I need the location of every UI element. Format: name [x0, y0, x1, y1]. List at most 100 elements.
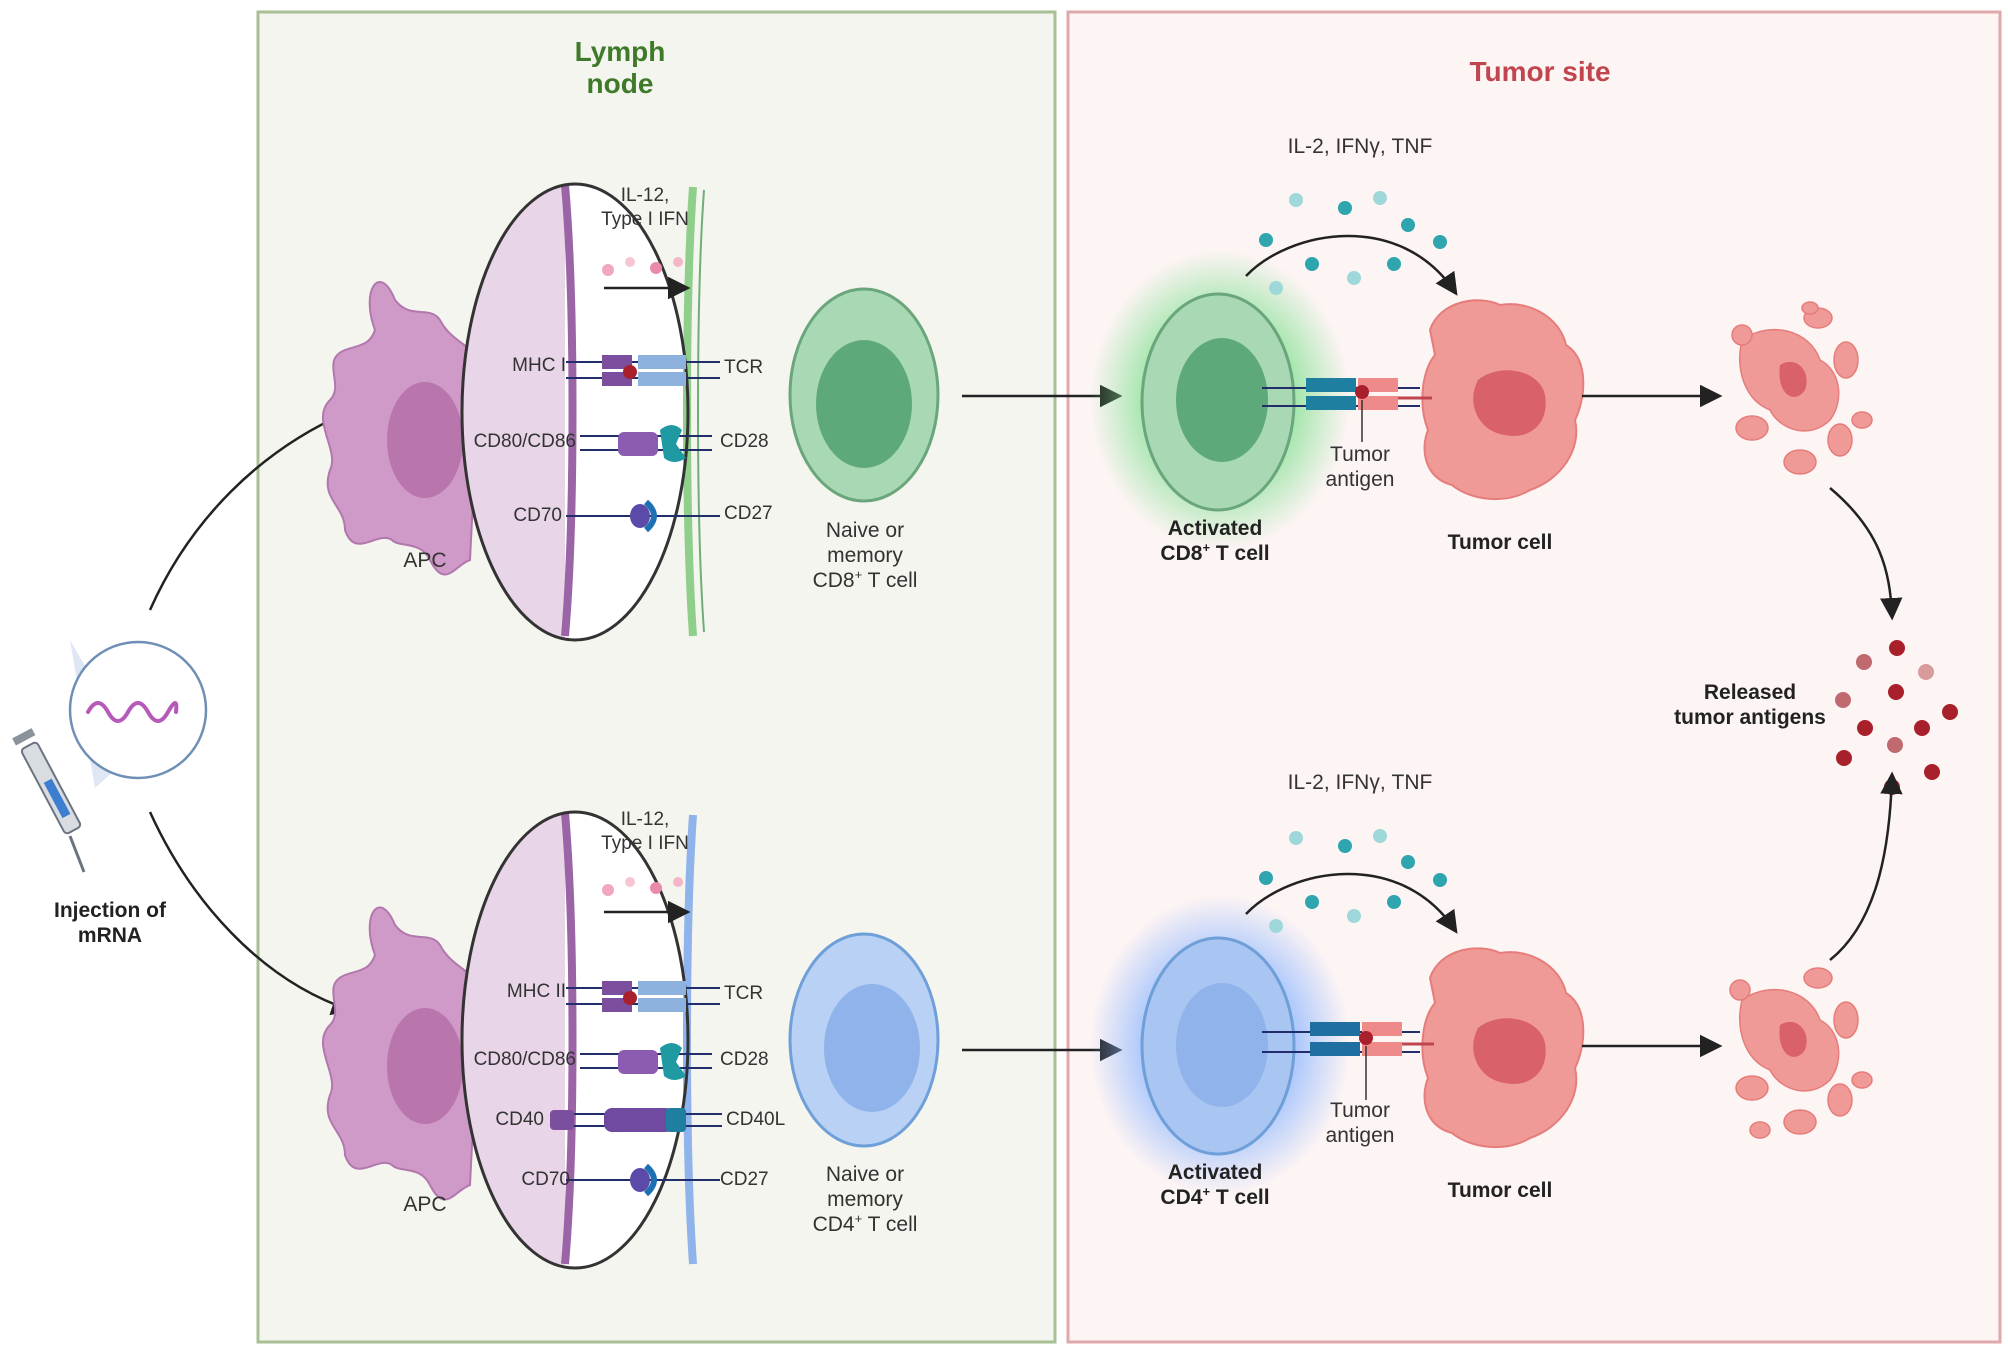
- label-released-antigens-line1: Released: [1703, 681, 1797, 704]
- label-tumor-antigen-bottom: Tumor antigen: [1310, 1098, 1410, 1148]
- label-cd28-bottom: CD28: [720, 1049, 769, 1070]
- label-tumor-antigen-bottom-line2: antigen: [1325, 1124, 1395, 1147]
- cytokines-il12-top: IL-12, Type I IFN: [585, 184, 705, 232]
- label-naive-cd8-line3: CD8+ T cell: [790, 568, 940, 593]
- apc-bottom-cell: [322, 906, 482, 1201]
- arrow-to-apc-bottom: [148, 811, 355, 1015]
- label-cd80-cd86-bottom: CD80/CD86: [473, 1049, 576, 1070]
- effector-cytokines-top: [1259, 191, 1447, 295]
- mrna-strand-icon: [86, 701, 179, 723]
- label-activated-cd4-line1: Activated: [1167, 1161, 1263, 1184]
- arrow-cytokines-bottom: [1245, 872, 1458, 934]
- lymph-node-title-line2: node: [586, 68, 654, 99]
- label-cd40l: CD40L: [726, 1109, 786, 1130]
- label-tcr-bottom: TCR: [724, 983, 764, 1004]
- naive-cd8-tcell: [788, 287, 940, 503]
- label-tcr-top: TCR: [724, 357, 764, 378]
- tumor-cell-bottom: [1421, 947, 1585, 1149]
- apc-top-cell: [322, 281, 482, 576]
- label-cytokines-il2-top: IL-2, IFNγ, TNF: [1287, 135, 1433, 158]
- label-naive-cd8-line2: memory: [827, 544, 903, 567]
- label-tumor-cell-top: Tumor cell: [1447, 531, 1553, 554]
- activated-cd4-tcell: [1140, 936, 1296, 1156]
- label-activated-cd4-type: CD4: [1160, 1186, 1203, 1209]
- cd80-cd28-complex: [580, 425, 712, 462]
- cytokines-il12-bottom-line1: IL-12,: [620, 809, 670, 830]
- label-cd40: CD40: [495, 1109, 544, 1130]
- label-cd70-top: CD70: [513, 505, 562, 526]
- cd40-cd40l-complex: [550, 1108, 722, 1132]
- label-cd80-cd86-top: CD80/CD86: [473, 431, 576, 452]
- injection-label-line1: Injection of: [54, 899, 166, 922]
- label-activated-cd8-line2: CD8+ T cell: [1135, 541, 1295, 566]
- label-naive-cd4-tcell: T cell: [862, 1213, 918, 1236]
- il12-droplets-bottom: [602, 877, 683, 896]
- cytokines-il12-bottom: IL-12, Type I IFN: [585, 808, 705, 856]
- label-naive-cd4-line2: memory: [827, 1188, 903, 1211]
- label-tumor-antigen-top-line2: antigen: [1325, 468, 1395, 491]
- label-mhc2: MHC II: [506, 981, 566, 1002]
- label-naive-cd4-line3: CD4+ T cell: [790, 1212, 940, 1237]
- label-released-antigens-line2: tumor antigens: [1674, 706, 1826, 729]
- label-naive-cd4: Naive or memory CD4+ T cell: [790, 1162, 940, 1237]
- label-tumor-antigen-top-line1: Tumor: [1330, 443, 1390, 466]
- cd70-cd27-complex: [566, 499, 720, 533]
- label-naive-cd4-type: CD4: [812, 1213, 855, 1236]
- tcr-antigen-complex-bottom: [1262, 1022, 1420, 1100]
- label-cd70-bottom: CD70: [521, 1169, 570, 1190]
- arrow-cytokines-top: [1245, 234, 1458, 296]
- label-cd28-top: CD28: [720, 431, 769, 452]
- label-released-antigens: Released tumor antigens: [1665, 680, 1835, 730]
- mhc2-tcr-complex: [566, 981, 720, 1012]
- label-apc-top: APC: [403, 549, 447, 572]
- label-activated-cd8: Activated CD8+ T cell: [1135, 516, 1295, 566]
- label-cytokines-il2-bottom: IL-2, IFNγ, TNF: [1287, 771, 1433, 794]
- il12-droplets-top: [602, 257, 683, 276]
- arrow-to-apc-top: [148, 408, 353, 611]
- injection-label: Injection of mRNA: [30, 898, 190, 948]
- tumor-cell-top: [1421, 299, 1585, 501]
- label-naive-cd8: Naive or memory CD8+ T cell: [790, 518, 940, 593]
- cytokines-il12-top-line2: Type I IFN: [601, 209, 689, 230]
- synapse-zoom-top: [460, 182, 705, 642]
- mhc1-tcr-complex: [566, 355, 720, 386]
- label-activated-cd8-line1: Activated: [1167, 517, 1263, 540]
- cd80-cd28-complex-bottom: [580, 1043, 712, 1080]
- naive-cd4-tcell: [788, 932, 940, 1148]
- label-tumor-antigen-top: Tumor antigen: [1310, 442, 1410, 492]
- label-naive-cd8-line1: Naive or: [825, 519, 905, 542]
- label-activated-cd4: Activated CD4+ T cell: [1135, 1160, 1295, 1210]
- label-naive-cd8-type: CD8: [812, 569, 855, 592]
- lymph-node-title: Lymph node: [520, 36, 720, 100]
- lysed-tumor-bottom: [1729, 967, 1873, 1139]
- label-naive-cd4-line1: Naive or: [825, 1163, 905, 1186]
- label-naive-cd8-tcell: T cell: [862, 569, 918, 592]
- label-activated-cd4-line2: CD4+ T cell: [1135, 1185, 1295, 1210]
- label-mhc1: MHC I: [512, 355, 566, 376]
- label-apc-bottom: APC: [403, 1193, 447, 1216]
- cytokines-il12-top-line1: IL-12,: [620, 185, 670, 206]
- mrna-bubble: [68, 640, 208, 780]
- tumor-site-title: Tumor site: [1469, 56, 1611, 87]
- label-tumor-cell-bottom: Tumor cell: [1447, 1179, 1553, 1202]
- cd70-cd27-complex-bottom: [566, 1163, 720, 1197]
- label-tumor-antigen-bottom-line1: Tumor: [1330, 1099, 1390, 1122]
- label-cd27-bottom: CD27: [720, 1169, 769, 1190]
- activated-cd8-tcell: [1140, 292, 1296, 512]
- cytokines-il12-bottom-line2: Type I IFN: [601, 833, 689, 854]
- label-activated-cd4-sup: +: [1202, 1184, 1211, 1199]
- tcr-antigen-complex-top: [1262, 378, 1420, 442]
- lysed-tumor-top: [1731, 301, 1873, 475]
- arrow-lysis-bottom-to-released: [1829, 771, 1903, 961]
- label-cd27-top: CD27: [724, 503, 773, 524]
- label-activated-cd4-tcell: T cell: [1210, 1186, 1270, 1209]
- released-antigen-dots: [1835, 640, 1958, 795]
- label-naive-cd8-sup: +: [854, 567, 863, 582]
- injection-label-line2: mRNA: [77, 924, 143, 947]
- label-naive-cd4-sup: +: [854, 1211, 863, 1226]
- arrow-lysis-top-to-released: [1829, 487, 1903, 621]
- label-activated-cd8-type: CD8: [1160, 542, 1203, 565]
- lymph-node-title-line1: Lymph: [574, 36, 666, 67]
